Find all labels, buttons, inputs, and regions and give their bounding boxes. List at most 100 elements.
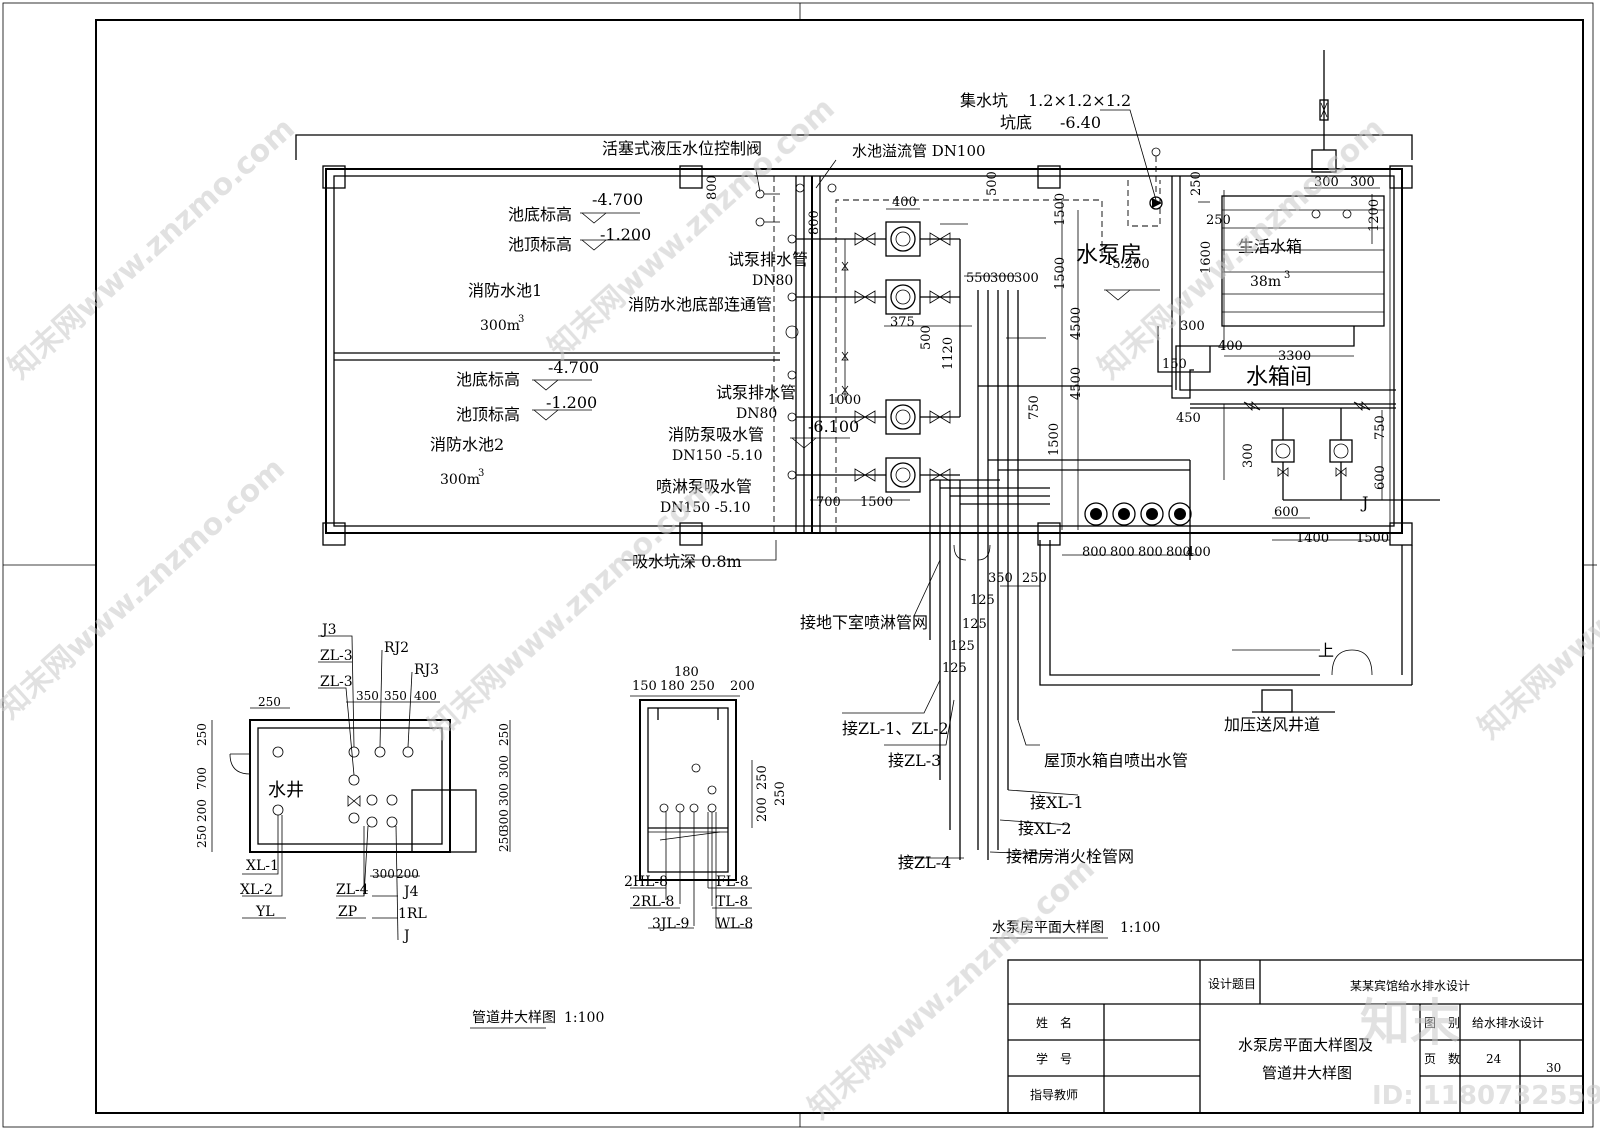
- svg-text:400: 400: [414, 689, 437, 703]
- svg-text:750: 750: [1373, 415, 1388, 440]
- svg-text:水井: 水井: [268, 780, 304, 801]
- svg-text:600: 600: [1373, 465, 1388, 490]
- svg-text:ID: 1180732559: ID: 1180732559: [1372, 1081, 1600, 1111]
- connect-pipe: 消防水池底部连通管: [628, 295, 772, 314]
- overflow-label: 水池溢流管 DN100: [852, 142, 986, 160]
- svg-text:ZL-3: ZL-3: [320, 648, 353, 664]
- svg-text:300: 300: [1014, 271, 1039, 286]
- svg-text:800: 800: [1110, 545, 1135, 560]
- svg-text:250: 250: [497, 829, 511, 852]
- svg-text:3300: 3300: [1278, 349, 1311, 364]
- svg-text:1500: 1500: [1053, 193, 1068, 226]
- fire-pumps: [885, 221, 921, 493]
- tank-volume: 38m: [1250, 274, 1281, 290]
- svg-text:J4: J4: [402, 884, 419, 900]
- svg-text:知末网www.znzmo.com: 知末网www.znzmo.com: [1472, 471, 1600, 746]
- svg-text:给水排水设计: 给水排水设计: [1472, 1016, 1544, 1030]
- svg-text:ZP: ZP: [338, 904, 357, 920]
- svg-text:知末网www.znzmo.com: 知末网www.znzmo.com: [542, 91, 842, 366]
- spray-suction: 喷淋泵吸水管: [656, 477, 752, 496]
- pool2-name: 消防水池2: [430, 435, 504, 454]
- to-spray: 接地下室喷淋管网: [800, 613, 928, 632]
- pool1-volume: 300m: [480, 318, 520, 334]
- svg-text:1600: 1600: [1199, 241, 1214, 274]
- svg-text:250: 250: [195, 723, 209, 746]
- svg-text:375: 375: [890, 315, 915, 330]
- svg-text:1200: 1200: [1367, 199, 1382, 232]
- svg-text:300: 300: [497, 755, 511, 778]
- svg-text:J: J: [402, 928, 410, 944]
- svg-text:400: 400: [892, 195, 917, 210]
- svg-text:300: 300: [990, 271, 1015, 286]
- svg-text:350: 350: [988, 571, 1013, 586]
- svg-text:知末网www.znzmo.com: 知末网www.znzmo.com: [2, 111, 302, 386]
- svg-text:知末: 知末: [1360, 994, 1460, 1052]
- svg-text:250: 250: [258, 695, 281, 709]
- svg-text:水泵房平面大样图及: 水泵房平面大样图及: [1238, 1036, 1373, 1054]
- svg-text:250: 250: [1022, 571, 1047, 586]
- svg-text:300: 300: [372, 867, 395, 881]
- svg-text:200: 200: [730, 679, 755, 694]
- svg-text:800: 800: [1138, 545, 1163, 560]
- suction-pit: 吸水坑深 0.8m: [632, 552, 742, 571]
- svg-text:XL-1: XL-1: [246, 858, 279, 874]
- pump-room-level: -5.200: [1108, 257, 1150, 272]
- test-drain-2: 试泵排水管: [716, 383, 796, 402]
- svg-text:180: 180: [660, 679, 685, 694]
- sump-size: 1.2×1.2×1.2: [1028, 91, 1131, 110]
- tank-volume-sup: 3: [1284, 270, 1290, 281]
- svg-text:550: 550: [966, 271, 991, 286]
- shaft-2-labels: 150 180 180 250 200 250 250 200 2HL-8 2R…: [624, 665, 788, 932]
- watermarks: 知末网www.znzmo.com 知末网www.znzmo.com 知末网www…: [0, 91, 1600, 1126]
- svg-text:WL-8: WL-8: [716, 916, 753, 932]
- svg-text:125: 125: [970, 593, 995, 608]
- pool2-volume: 300m: [440, 472, 480, 488]
- svg-text:300: 300: [1180, 319, 1205, 334]
- svg-text:200: 200: [396, 867, 419, 881]
- svg-text:管道井大样图: 管道井大样图: [472, 1010, 556, 1026]
- svg-text:1500: 1500: [1356, 531, 1389, 546]
- test-drain-1: 试泵排水管: [728, 250, 808, 269]
- svg-text:150: 150: [632, 679, 657, 694]
- svg-text:XL-2: XL-2: [240, 882, 273, 898]
- valve-label: 活塞式液压水位控制阀: [602, 139, 762, 158]
- drawing-frame: [95, 19, 1584, 1114]
- svg-text:300: 300: [497, 809, 511, 832]
- svg-text:400: 400: [1186, 545, 1211, 560]
- svg-text:300: 300: [1314, 175, 1339, 190]
- svg-text:1:100: 1:100: [564, 1010, 604, 1026]
- svg-text:125: 125: [950, 639, 975, 654]
- svg-text:FL-8: FL-8: [716, 874, 749, 890]
- plan-title: 水泵房平面大样图: [992, 920, 1104, 936]
- shaft-detail-1: [211, 635, 511, 941]
- svg-text:250: 250: [773, 781, 788, 806]
- svg-text:800: 800: [1082, 545, 1107, 560]
- svg-text:30: 30: [1546, 1061, 1561, 1075]
- tank-room-label: 水箱间: [1246, 365, 1312, 390]
- svg-text:知末网www.znzmo.com: 知末网www.znzmo.com: [0, 451, 292, 726]
- svg-text:600: 600: [1274, 505, 1299, 520]
- title-block: [1007, 959, 1584, 1114]
- svg-text:1500: 1500: [1047, 423, 1062, 456]
- svg-text:知末网www.znzmo.com: 知末网www.znzmo.com: [422, 471, 722, 746]
- test-drain-1-dn: DN80: [752, 273, 793, 289]
- svg-text:ZL-3: ZL-3: [320, 674, 353, 690]
- plan-dimensions: 400 800 500 1500 1500 250 250 300 300 12…: [705, 171, 1389, 676]
- svg-text:800: 800: [705, 175, 720, 200]
- title-block-text: 设计题目 某某宾馆给水排水设计 姓 名 学 号 指导教师 水泵房平面大样图及 管…: [1030, 977, 1561, 1102]
- to-xl1: 接XL-1: [1030, 793, 1084, 812]
- svg-text:TL-8: TL-8: [716, 894, 748, 910]
- svg-text:350: 350: [384, 689, 407, 703]
- svg-text:250: 250: [690, 679, 715, 694]
- svg-text:姓 名: 姓 名: [1036, 1015, 1072, 1030]
- to-xl2: 接XL-2: [1018, 819, 1072, 838]
- pool1-top-label: 池顶标高: [508, 235, 572, 254]
- svg-text:150: 150: [1162, 357, 1187, 372]
- sump-bottom-label: 坑底: [1000, 113, 1032, 132]
- svg-text:J3: J3: [320, 622, 337, 638]
- svg-text:200: 200: [195, 799, 209, 822]
- svg-text:知末网www.znzmo.com: 知末网www.znzmo.com: [802, 851, 1102, 1126]
- J-mark: J: [1360, 493, 1368, 512]
- pump-room-plan: [295, 50, 1440, 860]
